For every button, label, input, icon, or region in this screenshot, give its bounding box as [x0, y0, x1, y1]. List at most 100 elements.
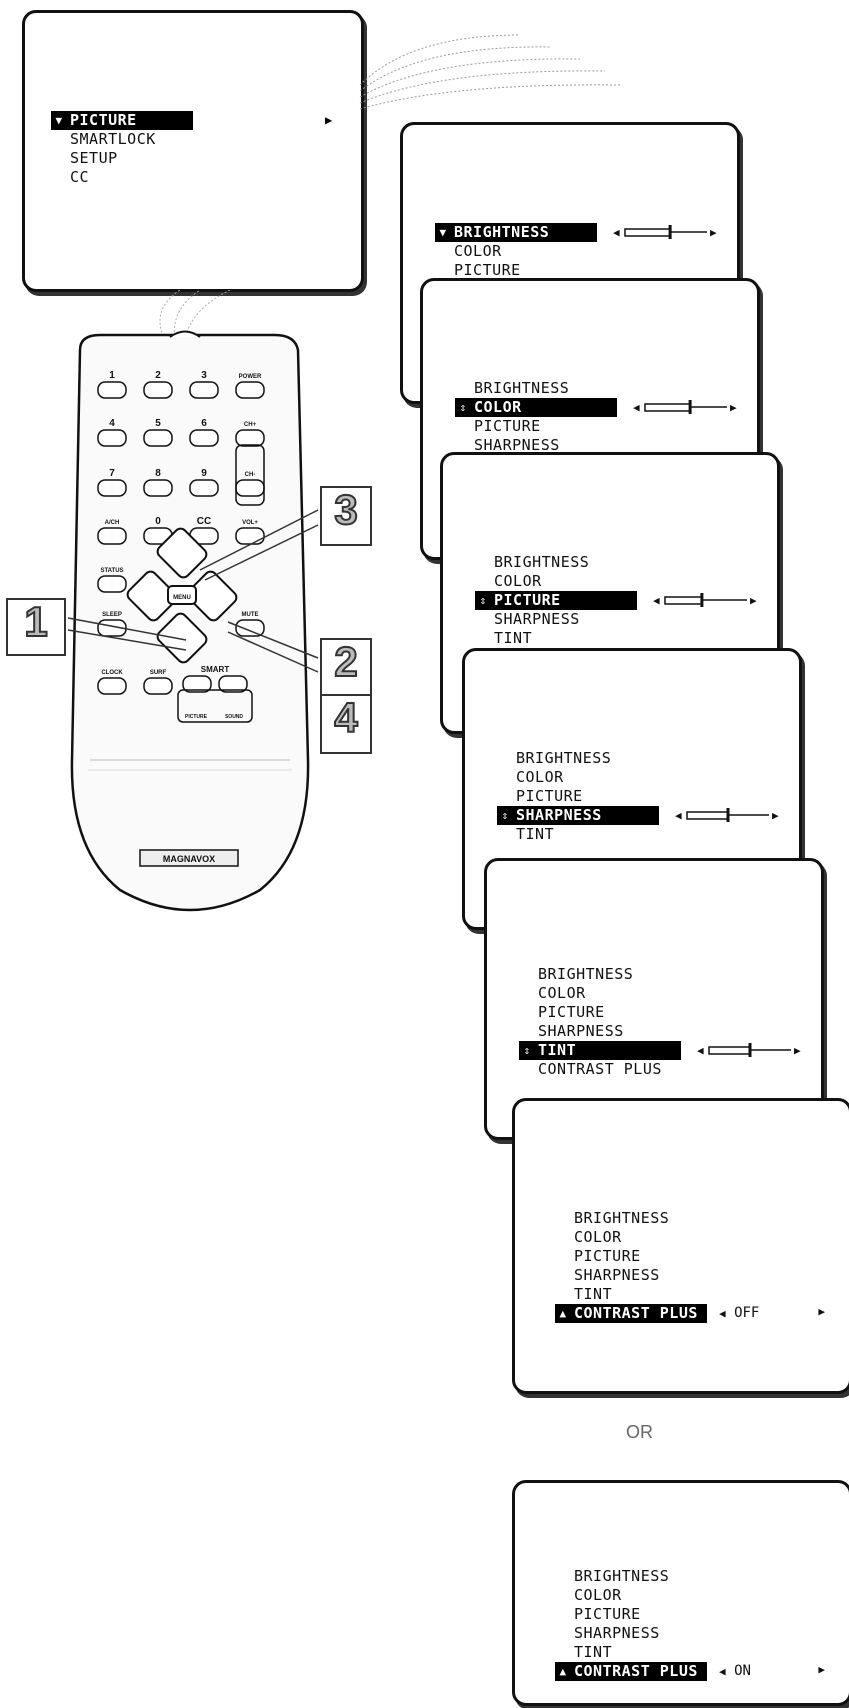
main-menu-item-setup[interactable]: SETUP: [70, 149, 118, 167]
menu-item-picture[interactable]: PICTURE: [574, 1247, 641, 1265]
svg-text:7: 7: [109, 468, 115, 479]
menu-item-sharpness[interactable]: SHARPNESS: [494, 610, 580, 628]
signal-lines: [359, 34, 621, 110]
menu-item-picture[interactable]: PICTURE: [538, 1003, 605, 1021]
menu-item-picture[interactable]: PICTURE: [454, 261, 521, 279]
svg-text:SMART: SMART: [201, 665, 230, 674]
step-4-callout: 4: [320, 694, 372, 754]
menu-item-tint[interactable]: TINT: [574, 1285, 613, 1303]
up-arrow-icon: ▲: [555, 1304, 571, 1323]
menu-item-color[interactable]: COLOR: [494, 572, 542, 590]
remote-key-3[interactable]: 3: [189, 370, 219, 399]
menu-item-sharpness[interactable]: ⇕SHARPNESS: [497, 806, 659, 825]
remote-key-9[interactable]: 9: [189, 468, 219, 497]
menu-item-color[interactable]: ⇕COLOR: [455, 398, 617, 417]
remote-key-8[interactable]: 8: [143, 468, 173, 497]
svg-text:SOUND: SOUND: [225, 714, 243, 720]
menu-item-contrast-plus[interactable]: CONTRAST PLUS: [538, 1060, 662, 1078]
menu-item-tint[interactable]: ⇕TINT: [519, 1041, 681, 1060]
menu-item-brightness[interactable]: BRIGHTNESS: [538, 965, 634, 983]
remote-key-5[interactable]: 5: [143, 418, 173, 447]
level-slider[interactable]: ◀▶: [611, 224, 721, 240]
main-menu-item-smartlock[interactable]: SMARTLOCK: [70, 130, 156, 148]
remote-key-4[interactable]: 4: [97, 418, 127, 447]
remote-key-cc[interactable]: CC: [189, 516, 219, 545]
svg-text:STATUS: STATUS: [100, 568, 123, 574]
remote-key-status[interactable]: STATUS: [97, 568, 127, 593]
svg-text:8: 8: [155, 468, 161, 479]
level-slider[interactable]: ◀▶: [651, 592, 761, 608]
menu-item-sharpness[interactable]: SHARPNESS: [538, 1022, 624, 1040]
remote-key-ch-[interactable]: CH+: [235, 422, 265, 447]
menu-item-brightness[interactable]: BRIGHTNESS: [574, 1209, 670, 1227]
menu-item-contrast-plus[interactable]: ▲CONTRAST PLUS: [555, 1662, 707, 1681]
remote-key-1[interactable]: 1: [97, 370, 127, 399]
right-arrow-icon: ▶: [772, 809, 779, 822]
right-arrow-icon: ▶: [325, 113, 333, 127]
menu-item-brightness[interactable]: BRIGHTNESS: [516, 749, 612, 767]
main-menu-item-cc[interactable]: CC: [70, 168, 90, 186]
remote-key-6[interactable]: 6: [189, 418, 219, 447]
left-arrow-icon: ◀: [633, 401, 640, 414]
svg-text:5: 5: [155, 418, 161, 429]
menu-item-sharpness[interactable]: SHARPNESS: [574, 1624, 660, 1642]
right-arrow-icon: ▶: [710, 226, 717, 239]
contrast-plus-value[interactable]: ◀ OFF▶: [719, 1305, 825, 1321]
up-down-arrow-icon: ⇕: [475, 591, 491, 610]
level-slider[interactable]: ◀▶: [695, 1042, 805, 1058]
menu-item-sharpness[interactable]: SHARPNESS: [474, 436, 560, 454]
left-arrow-icon: ◀: [675, 809, 682, 822]
menu-item-tint[interactable]: TINT: [574, 1643, 613, 1661]
menu-item-picture[interactable]: PICTURE: [474, 417, 541, 435]
remote-key-power[interactable]: POWER: [235, 374, 265, 399]
left-arrow-icon: ◀: [653, 594, 660, 607]
menu-item-color[interactable]: COLOR: [574, 1586, 622, 1604]
menu-item-contrast-plus[interactable]: ▲CONTRAST PLUS: [555, 1304, 707, 1323]
remote-key-surf[interactable]: SURF: [143, 670, 173, 695]
remote-key-7[interactable]: 7: [97, 468, 127, 497]
menu-item-picture[interactable]: PICTURE: [574, 1605, 641, 1623]
svg-text:6: 6: [201, 418, 207, 429]
remote-key-clock[interactable]: CLOCK: [97, 670, 127, 695]
menu-item-tint[interactable]: TINT: [494, 629, 533, 647]
menu-item-color[interactable]: COLOR: [516, 768, 564, 786]
remote-key-a-ch[interactable]: A/CH: [97, 520, 127, 545]
svg-text:0: 0: [155, 516, 161, 527]
level-slider[interactable]: ◀▶: [631, 399, 741, 415]
menu-item-picture[interactable]: ⇕PICTURE: [475, 591, 637, 610]
remote-key-sound[interactable]: SOUND: [225, 714, 243, 720]
level-slider[interactable]: ◀▶: [673, 807, 783, 823]
svg-text:1: 1: [109, 370, 115, 381]
dpad[interactable]: [125, 526, 239, 665]
menu-item-tint[interactable]: TINT: [516, 825, 555, 843]
menu-item-color[interactable]: COLOR: [538, 984, 586, 1002]
remote-key-picture[interactable]: PICTURE: [185, 714, 208, 720]
menu-item-brightness[interactable]: ▼BRIGHTNESS: [435, 223, 597, 242]
menu-item-picture[interactable]: PICTURE: [516, 787, 583, 805]
remote-key-smart[interactable]: SMART: [182, 665, 248, 693]
or-separator: OR: [626, 1422, 653, 1442]
remote-key-sleep[interactable]: SLEEP: [97, 612, 127, 637]
menu-item-color[interactable]: COLOR: [574, 1228, 622, 1246]
remote-key-mute[interactable]: MUTE: [235, 612, 265, 637]
remote-key-label-menu: MENU: [173, 595, 191, 601]
right-arrow-icon: ▶: [818, 1663, 825, 1676]
menu-item-color[interactable]: COLOR: [454, 242, 502, 260]
menu-item-brightness[interactable]: BRIGHTNESS: [574, 1567, 670, 1585]
svg-text:9: 9: [201, 468, 207, 479]
menu-item-sharpness[interactable]: SHARPNESS: [574, 1266, 660, 1284]
up-arrow-icon: ▲: [555, 1662, 571, 1681]
main-menu-item-picture[interactable]: ▼ PICTURE: [51, 111, 193, 130]
svg-text:CH-: CH-: [245, 472, 256, 478]
menu-item-brightness[interactable]: BRIGHTNESS: [494, 553, 590, 571]
contrast-plus-value[interactable]: ◀ ON▶: [719, 1663, 825, 1679]
remote-key-2[interactable]: 2: [143, 370, 173, 399]
up-down-arrow-icon: ⇕: [455, 398, 471, 417]
menu-item-brightness[interactable]: BRIGHTNESS: [474, 379, 570, 397]
svg-text:VOL+: VOL+: [242, 520, 258, 526]
